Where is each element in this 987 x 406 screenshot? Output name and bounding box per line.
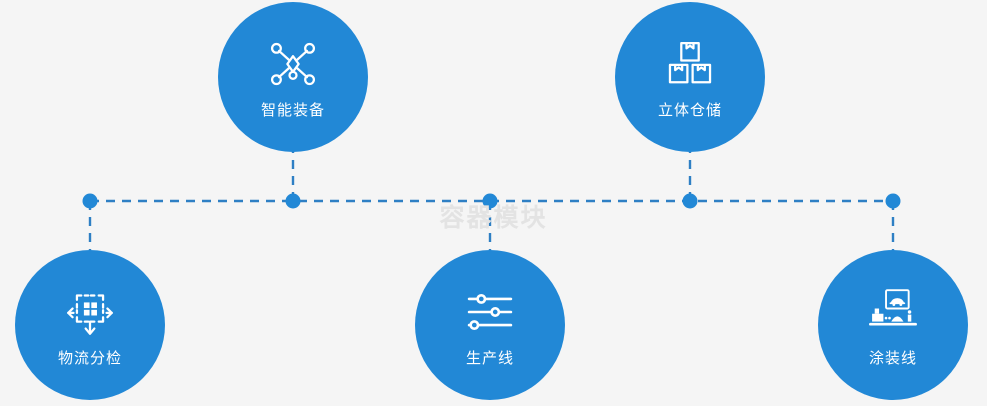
watermark-text: 容器模块 (439, 203, 548, 232)
node-logistics-sorting[interactable]: 物流分检 (15, 250, 165, 400)
stacked-boxes-icon (662, 37, 718, 91)
sorting-arrows-icon (62, 285, 118, 339)
sliders-icon (462, 285, 518, 339)
node-label: 物流分检 (57, 348, 122, 367)
paint-booth-icon (865, 285, 921, 339)
node-label: 立体仓储 (657, 100, 722, 119)
node-label: 智能装备 (260, 100, 325, 119)
network-nodes-icon (265, 37, 321, 91)
node-label: 生产线 (465, 348, 514, 367)
node-label: 涂装线 (868, 348, 917, 367)
node-production-line[interactable]: 生产线 (415, 250, 565, 400)
node-painting-line[interactable]: 涂装线 (818, 250, 968, 400)
node-stereoscopic-warehouse[interactable]: 立体仓储 (615, 2, 765, 152)
node-intelligent-equipment[interactable]: 智能装备 (218, 2, 368, 152)
